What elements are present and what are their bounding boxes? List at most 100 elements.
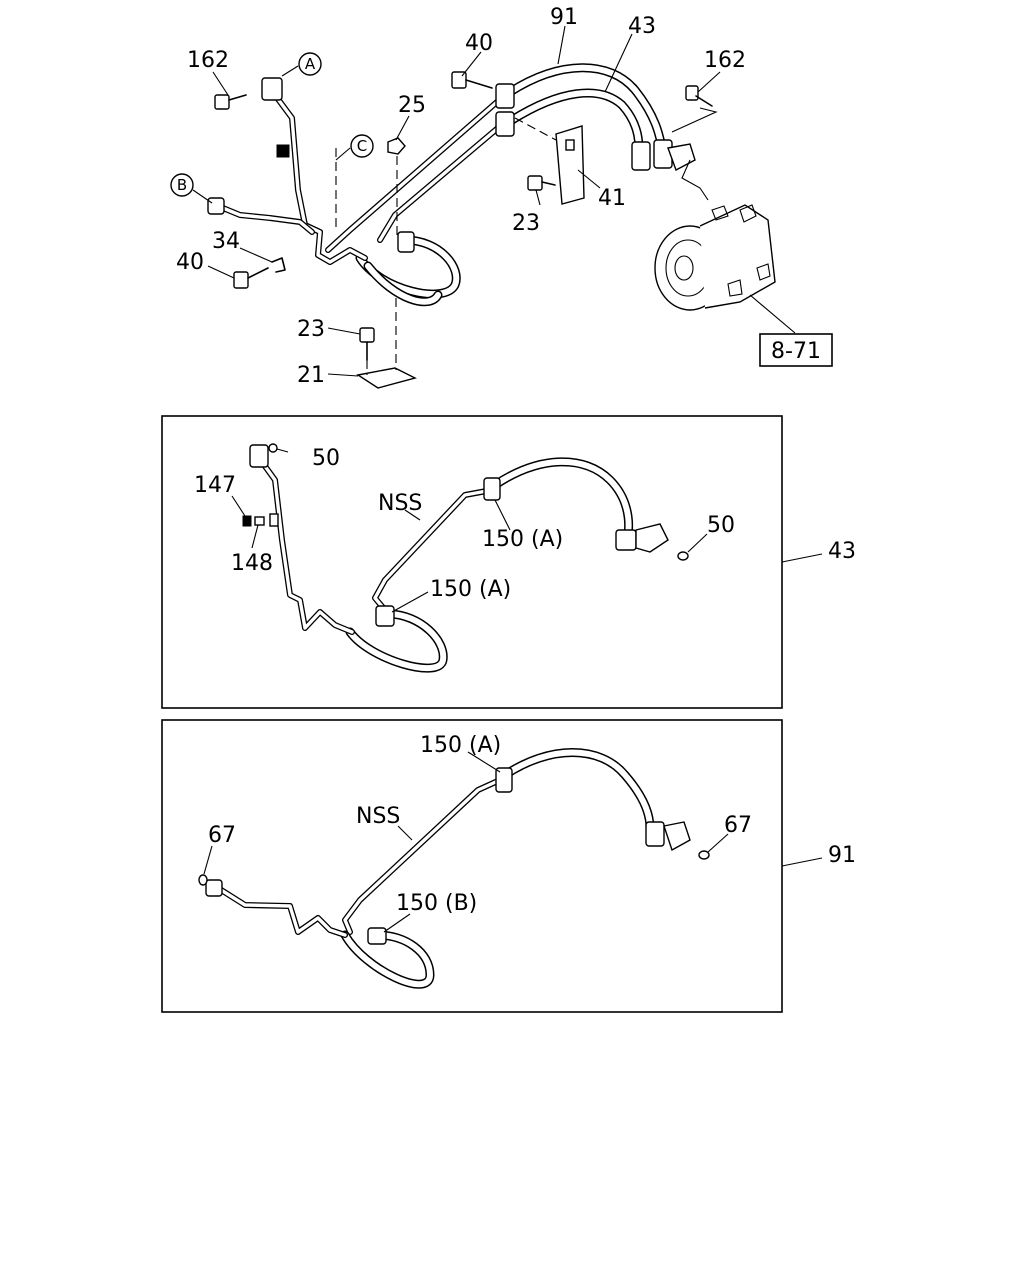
leader-150a-lower-43 [391, 591, 429, 613]
compressor-link-dash [681, 159, 709, 201]
bracket-41-hole [565, 139, 575, 151]
callout-150a-91: 150 (A) [420, 733, 501, 758]
leader-50-top [276, 448, 289, 453]
leader-40-upper [461, 51, 482, 77]
bolt-23-shank-mid [541, 181, 556, 186]
detail-panel-91: 150 (A) NSS 67 150 (B) 67 91 [161, 719, 856, 1013]
detail-91-clamp-lower [367, 927, 387, 945]
bolt-162-head-left [214, 94, 230, 110]
pipe-pair [325, 92, 508, 253]
bolt-40-shank-left [247, 267, 269, 279]
fitting-a [261, 77, 283, 101]
leader-148 [251, 524, 259, 549]
callout-162-left: 162 [187, 48, 229, 73]
leader-40-left [207, 265, 235, 279]
detail-43-fitting-top [249, 444, 269, 468]
detail-91-block-fitting [663, 821, 691, 852]
ref-circle-c [350, 134, 374, 158]
callout-67-right: 67 [724, 813, 752, 838]
callout-147: 147 [194, 473, 236, 498]
leader-23-mid [535, 189, 541, 206]
clamp-lower [397, 231, 415, 253]
detail-43-charge-port [269, 513, 279, 527]
leader-23-lower [327, 327, 361, 335]
bolt-162-shank-left [228, 94, 247, 101]
bolt-40-head-left [233, 271, 249, 289]
leader-25 [395, 115, 410, 141]
panel-label-91: 91 [828, 843, 856, 868]
leader-150b [383, 913, 411, 933]
bolt-23-head-mid [527, 175, 543, 191]
ref-circle-c-label: C [357, 137, 367, 155]
leader-67-right [707, 833, 729, 853]
callout-148: 148 [231, 551, 273, 576]
callout-43: 43 [628, 14, 656, 39]
detail-91-frame [161, 719, 783, 1013]
leader-21 [327, 373, 359, 377]
clamp-upper-2 [495, 111, 515, 137]
hose-43 [507, 88, 644, 165]
hose-91 [505, 63, 667, 155]
bolt-23-head-lower [359, 327, 375, 343]
panel-label-43: 43 [828, 539, 856, 564]
ref-circle-a-label: A [305, 55, 316, 73]
fitting-charge-port [276, 144, 290, 158]
ref-circle-a [298, 52, 322, 76]
callout-91: 91 [550, 5, 578, 30]
clamp-upper-1 [495, 83, 515, 109]
bracket-41-dash [514, 117, 557, 141]
lower-hose-loop [355, 235, 461, 307]
detail-panel-43: 50 147 148 NSS 150 (A) 150 (A) 50 43 [161, 415, 856, 709]
leader-nss-43 [404, 509, 421, 521]
detail-43-hose-end [615, 529, 637, 551]
leader-b [192, 189, 213, 204]
detail-91-oring-right [698, 850, 710, 860]
bracket-21 [356, 367, 417, 389]
detail-91-hose-end [645, 821, 665, 847]
leader-43 [604, 33, 633, 93]
leader-c [335, 147, 351, 161]
callout-41: 41 [598, 186, 626, 211]
leader-162-right [697, 71, 721, 93]
callout-150a-upper-43: 150 (A) [482, 527, 563, 552]
leader-91 [557, 25, 566, 65]
detail-43-clamp-lower [375, 605, 395, 627]
bolt-162-shank-right [695, 95, 713, 107]
hose-end-fitting-1 [631, 141, 651, 171]
leader-panel-91 [781, 857, 823, 867]
detail-91-oring-left [198, 874, 208, 886]
detail-91-fitting-left [205, 879, 223, 897]
callout-50-top: 50 [312, 446, 340, 471]
detail-43-block-fitting [635, 523, 669, 553]
detail-43-oring-top [268, 443, 278, 453]
compressor [654, 204, 776, 311]
top-assembly: A B C 8-71 162 40 34 25 23 21 91 43 162 … [170, 5, 833, 389]
ref-box [759, 333, 833, 367]
leader-panel-43 [781, 553, 823, 563]
detail-43-oring-right [677, 551, 689, 561]
callout-40-upper: 40 [465, 31, 493, 56]
leader-147 [231, 495, 246, 517]
callout-67-left: 67 [208, 823, 236, 848]
ref-circle-b-label: B [177, 176, 187, 194]
pipe-a [272, 92, 368, 265]
part-147 [242, 515, 252, 527]
ref-box-label: 8-71 [771, 339, 821, 364]
fitting-b [207, 197, 225, 215]
callout-34: 34 [212, 229, 240, 254]
bracket-41 [555, 125, 585, 205]
hose-end-fitting-2 [653, 139, 673, 169]
leader-67-left [203, 845, 213, 875]
callout-40-left: 40 [176, 250, 204, 275]
callout-23-mid: 23 [512, 211, 540, 236]
ref-circle-b [170, 173, 194, 197]
leader-ref-box [749, 294, 796, 334]
pipe-b [215, 203, 315, 235]
part-148 [254, 516, 265, 526]
callout-150a-lower-43: 150 (A) [430, 577, 511, 602]
leader-41 [577, 169, 601, 189]
leader-nss-91 [397, 825, 413, 841]
bolt-40-shank-upper [465, 79, 493, 89]
callout-150b: 150 (B) [396, 891, 477, 916]
